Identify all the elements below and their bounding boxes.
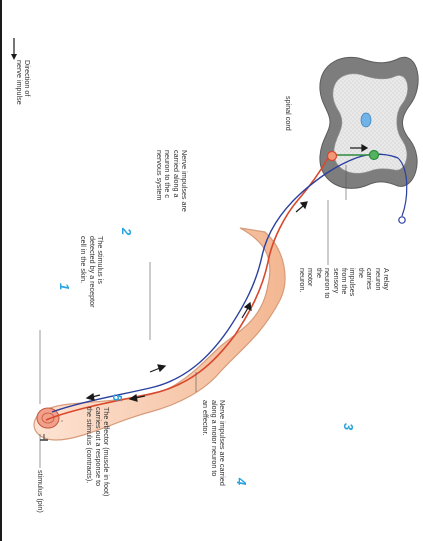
legend-arrow-icon [11,38,17,60]
step-number-1: 1 [57,283,72,290]
effector-label: The effector (muscle in foot) carries ou… [85,407,110,496]
receptor-label: The stimulus is detected by a receptor c… [79,236,104,308]
motor-neuron-label: Nerve impulses are carried along a motor… [201,400,226,486]
motor-cell-body [370,151,379,160]
motor-end-plate [399,217,405,223]
spinal-cord-label: spinal cord [284,96,292,131]
step-number-3: 3 [341,423,356,430]
sensory-neuron-label: Nerve impulses are carried along a neuro… [154,150,188,212]
step-number-5: 5 [110,394,125,401]
legend-label: Direction of nerve impulse [14,60,31,105]
step-number-2: 2 [119,228,134,235]
relay-neuron-label: A relay neuron carries the impulses from… [298,268,390,301]
stimulus-label: stimulus (pin) [36,470,44,513]
foot-outline [34,228,285,440]
sensory-cell-body [328,152,337,161]
step-number-4: 4 [234,478,249,485]
